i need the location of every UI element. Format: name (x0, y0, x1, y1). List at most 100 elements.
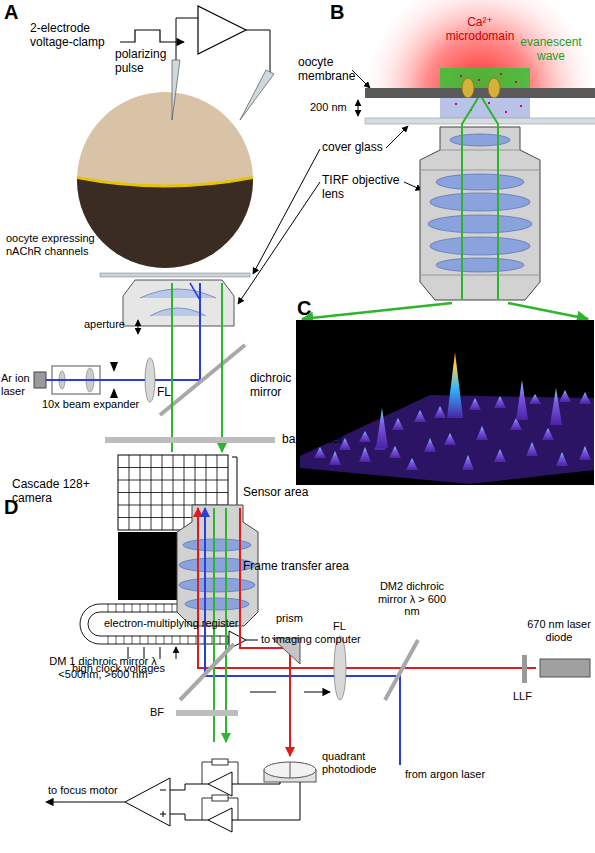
noise-peak (542, 428, 554, 440)
barrier-filter (176, 710, 238, 716)
text-label: FL (157, 386, 179, 400)
noise-peak (414, 410, 426, 422)
panel-letter: A (4, 2, 28, 22)
feedback-loop (202, 762, 238, 820)
feedback-resistor (212, 759, 228, 765)
noise-peak (579, 392, 591, 404)
signal-peak (447, 352, 463, 418)
text-label: to imaging computer (261, 633, 391, 646)
electrode (172, 60, 180, 120)
lens-element (179, 578, 255, 592)
noise-peak (392, 418, 404, 430)
text-label: Frame transfer area (243, 560, 363, 574)
text-label: DM2 dichroic mirror λ > 600 nm (370, 580, 454, 618)
noise-peak (559, 390, 571, 402)
noise-peak (494, 396, 506, 408)
emission-beam (172, 283, 222, 452)
barrier-filter (105, 437, 275, 443)
text-label: 670 nm laser diode (524, 618, 594, 643)
objective-lens (123, 280, 234, 326)
feedback-resistor (212, 795, 228, 801)
text-label: quadrant photodiode (322, 750, 388, 775)
noise-peak (476, 426, 488, 440)
signal-peak (516, 380, 528, 420)
lens-element (436, 258, 524, 272)
panel-b-art (238, 0, 595, 319)
text-label: to focus motor (48, 784, 148, 797)
oocyte-animal-pole (70, 85, 270, 275)
lens-element (428, 215, 532, 233)
panel-letter: B (330, 2, 354, 22)
noise-peak (529, 394, 541, 404)
calcium-microdomain (358, 0, 595, 92)
laser-box (34, 372, 46, 388)
output-arrow (46, 801, 125, 802)
reflected-ir-beam (240, 508, 290, 756)
panel-a-art (34, 6, 275, 659)
prism-motion-arrow (250, 691, 330, 692)
excitation-beam (46, 283, 200, 380)
text-label: polarizing pulse (115, 48, 180, 76)
noise-peak (424, 438, 436, 452)
text-label: Sensor area (243, 486, 323, 500)
electrode (240, 70, 274, 120)
oocyte-vegetal-pole (70, 176, 260, 275)
signal-peak (550, 388, 562, 425)
oocyte (70, 85, 270, 275)
panel-d-art (46, 505, 590, 832)
noise-peak (469, 398, 481, 410)
text-label: 2-electrode voltage-clamp (30, 22, 115, 50)
dimension-arrow (358, 100, 359, 116)
dichroic-mirror (385, 640, 418, 700)
noise-peak (556, 452, 568, 466)
text-label: from argon laser (405, 768, 515, 781)
text-label: oocyte membrane (298, 56, 360, 84)
noise-peak (329, 451, 341, 465)
spacer (102, 277, 125, 310)
laser-line-filter (522, 655, 527, 683)
lens-element (430, 193, 530, 211)
preamplifier (208, 808, 232, 832)
text-label: barrier filter (282, 433, 372, 447)
difference-amplifier (125, 778, 170, 826)
text-label: 10x beam expander (42, 398, 152, 411)
leader-arrow (253, 149, 320, 274)
focusing-lens (145, 358, 155, 402)
lens-element (436, 174, 524, 190)
text-label: prism (276, 612, 326, 625)
noise-peak (359, 447, 371, 462)
leader-arrow (404, 182, 422, 190)
text-label: DM 1 dichroic mirror λ <500nm, >600 nm (48, 655, 158, 680)
noise-peak (389, 446, 401, 458)
lens-element (150, 308, 206, 316)
cover-glass (100, 273, 250, 277)
panel-c-art (296, 320, 594, 485)
leader-arrow (238, 182, 320, 304)
polarity-sign (160, 790, 166, 817)
evanescent-wave (440, 68, 530, 90)
panel-letter: D (4, 497, 28, 517)
dichroic-mirror (180, 644, 234, 700)
text-label: BF (150, 706, 172, 719)
quadrant-photodiode (264, 762, 316, 778)
text-label: LLF (513, 690, 543, 703)
ir-beam (198, 508, 536, 668)
leader-arrow (386, 126, 408, 148)
panel-letter: C (297, 298, 321, 318)
signal-peak (376, 408, 388, 448)
aperture-arrow (138, 320, 139, 334)
text-label: electron-multiplying register (104, 617, 274, 630)
image-frame (296, 320, 594, 485)
objective-band (420, 150, 540, 275)
cover-glass (365, 118, 595, 124)
oocyte-membrane (365, 88, 595, 98)
focusing-lens (334, 636, 346, 700)
objective-lens (420, 127, 540, 300)
noise-peak (494, 449, 506, 462)
oocyte-equator (70, 176, 260, 186)
aperture-blade (110, 388, 118, 398)
noise-peak (526, 442, 538, 456)
